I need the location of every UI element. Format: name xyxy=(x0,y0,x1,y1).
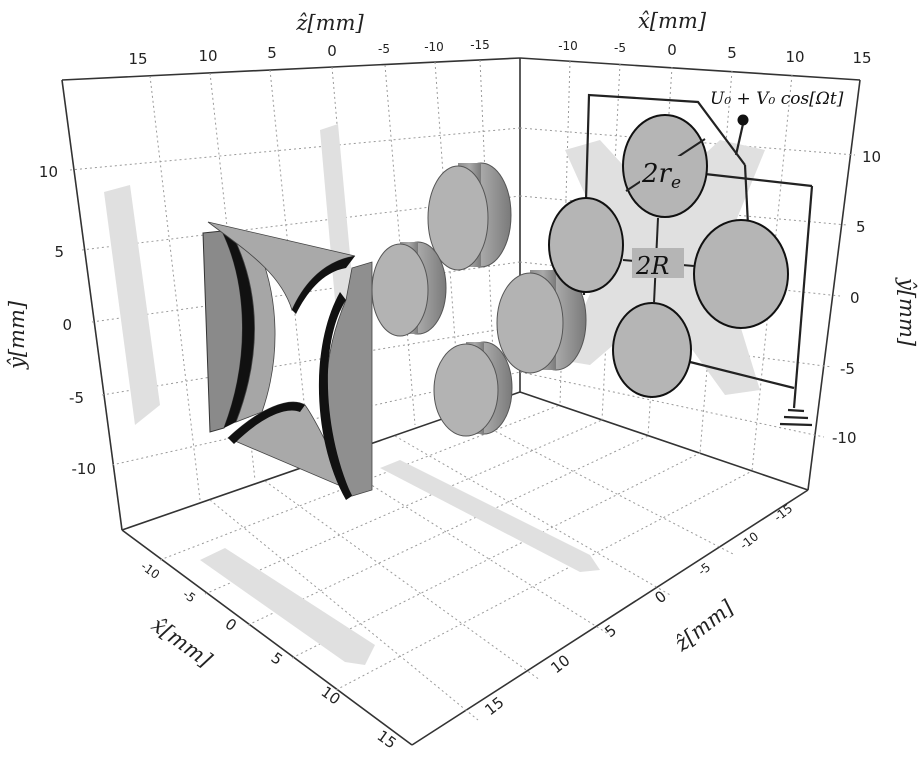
z-top-tick: -15 xyxy=(470,38,490,52)
z-top-tick: 0 xyxy=(327,42,337,60)
y-right-ticks: 10 5 0 -5 -10 xyxy=(832,148,881,447)
z-top-ticks: 15 10 5 0 -5 -10 -15 xyxy=(128,38,489,68)
z-top-tick: -5 xyxy=(378,42,390,56)
x-bottom-tick: 5 xyxy=(268,649,286,669)
z-bottom-tick: -15 xyxy=(771,501,795,524)
x-top-axis-label: x̂[mm] xyxy=(638,9,707,33)
z-top-tick: 10 xyxy=(198,47,217,65)
disc-left xyxy=(371,241,447,337)
x-bottom-tick: 15 xyxy=(374,727,400,753)
x-top-tick: -10 xyxy=(558,39,578,53)
z-bottom-axis-label: ẑ[mm] xyxy=(670,595,739,656)
y-right-tick: 10 xyxy=(862,148,881,166)
z-bottom-tick: 5 xyxy=(601,621,620,641)
grid-floor xyxy=(159,404,753,721)
disc-electrodes xyxy=(371,162,587,437)
y-left-tick: -5 xyxy=(69,389,84,407)
x-bottom-tick: 10 xyxy=(318,683,344,709)
x-bottom-tick: -10 xyxy=(138,559,162,582)
trap-radius-label: 2R xyxy=(635,252,669,280)
z-top-axis-label: ẑ[mm] xyxy=(295,11,364,35)
circuit-schematic: 2re 2R U₀ + V₀ cos[Ωt] xyxy=(548,89,844,427)
circuit-electrode-left xyxy=(548,197,624,293)
x-bottom-axis-label: x̂[mm] xyxy=(147,613,217,673)
y-left-ticks: 10 5 0 -5 -10 xyxy=(39,163,96,478)
disc-lower xyxy=(433,341,513,437)
back-right-pane xyxy=(519,57,861,491)
x-top-tick: 0 xyxy=(667,41,677,59)
disc-upper xyxy=(427,162,512,271)
y-left-tick: 0 xyxy=(62,316,72,334)
z-bottom-tick: 0 xyxy=(651,587,670,607)
y-left-tick: -10 xyxy=(72,460,97,478)
disc-right xyxy=(496,269,587,374)
y-left-axis-label: ŷ[mm] xyxy=(5,300,29,370)
circuit-electrode-right xyxy=(693,219,789,329)
y-right-tick: 5 xyxy=(856,218,866,236)
z-top-tick: 15 xyxy=(128,50,147,68)
voltage-label: U₀ + V₀ cos[Ωt] xyxy=(710,89,844,109)
x-top-tick: 15 xyxy=(852,49,871,67)
circuit-electrode-bottom xyxy=(612,302,692,398)
y-right-tick: -5 xyxy=(840,360,855,378)
y-left-tick: 5 xyxy=(54,243,64,261)
x-bottom-tick: -5 xyxy=(180,587,198,605)
blade-electrodes xyxy=(202,221,373,500)
terminal-dot xyxy=(737,114,749,126)
x-top-tick: -5 xyxy=(614,41,626,55)
y-right-tick: 0 xyxy=(850,289,860,307)
y-left-tick: 10 xyxy=(39,163,58,181)
z-bottom-tick: -5 xyxy=(695,560,713,578)
y-right-axis-label: ŷ[mm] xyxy=(895,277,919,347)
z-top-tick: 5 xyxy=(267,44,277,62)
x-top-ticks: -10 -5 0 5 10 15 xyxy=(558,39,871,67)
electrode-radius-label: 2re xyxy=(641,159,681,193)
x-bottom-tick: 0 xyxy=(222,615,240,635)
y-right-tick: -10 xyxy=(832,429,857,447)
x-top-tick: 5 xyxy=(727,44,737,62)
x-top-tick: 10 xyxy=(785,48,804,66)
z-top-tick: -10 xyxy=(424,40,444,54)
